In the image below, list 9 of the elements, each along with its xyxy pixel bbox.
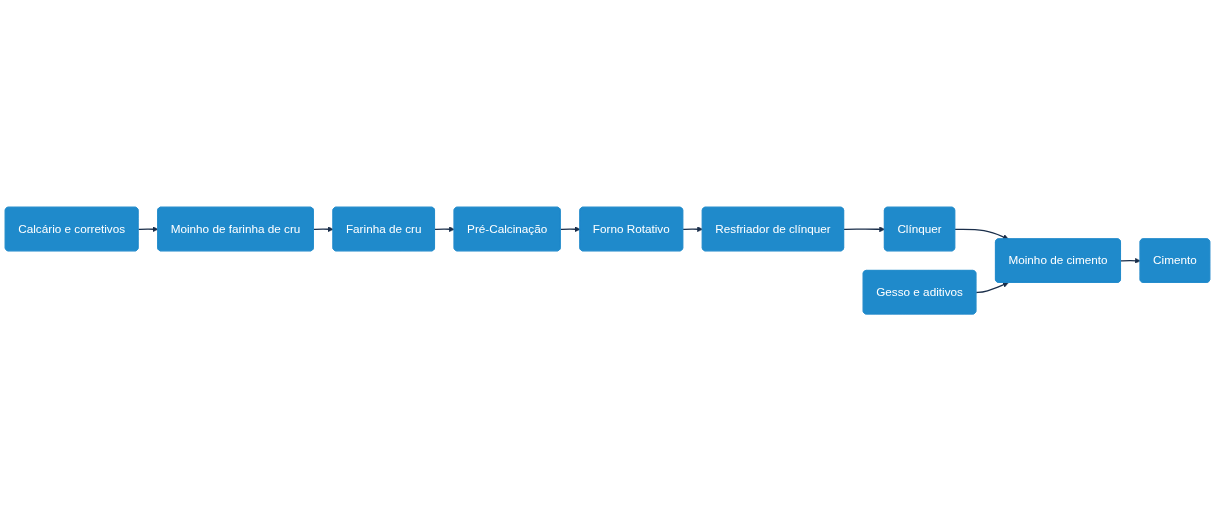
- arrow: [1120, 258, 1141, 264]
- arrow: [954, 229, 1009, 241]
- arrow: [137, 226, 159, 233]
- arrow: [313, 226, 334, 233]
- arrow: [559, 226, 581, 233]
- arrow: [682, 226, 703, 233]
- arrow: [975, 282, 1009, 294]
- arrow: [434, 226, 455, 233]
- arrow: [843, 226, 885, 233]
